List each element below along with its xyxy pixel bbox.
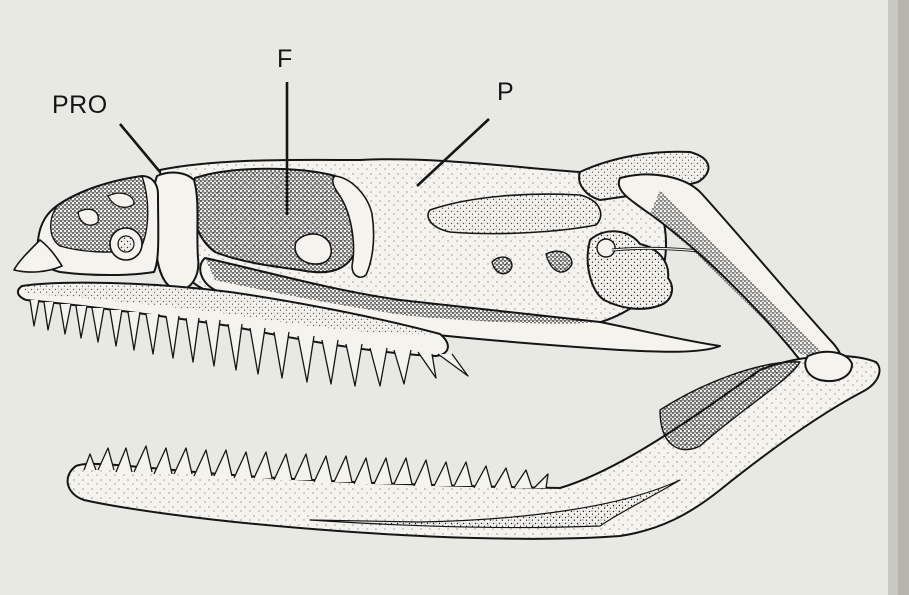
leader-p — [416, 118, 490, 187]
dentary-teeth — [83, 445, 549, 489]
maxillary-teeth — [29, 299, 469, 387]
trigeminal-foramen — [491, 256, 513, 275]
label-parietal: P — [497, 78, 515, 106]
quadrate-complex — [578, 150, 844, 378]
optic-foramen — [294, 233, 332, 265]
postorbital-bone — [332, 175, 375, 278]
mandible — [66, 350, 881, 540]
leader-pro — [119, 123, 161, 173]
label-frontal: F — [277, 45, 293, 73]
maxilla — [16, 281, 469, 387]
label-leaders — [119, 82, 490, 215]
articular-process — [804, 350, 853, 382]
label-prefrontal: PRO — [52, 91, 108, 119]
